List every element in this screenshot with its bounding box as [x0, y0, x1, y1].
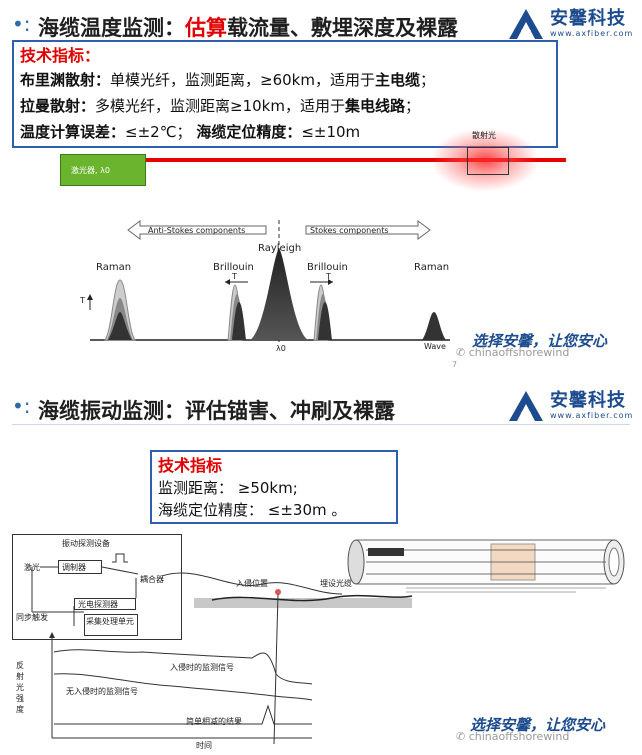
x-axis-label: 时间	[196, 741, 212, 750]
scattering-spectrum	[87, 220, 450, 342]
vibration-diagram-lines	[31, 553, 413, 744]
wave-label: Wave	[424, 342, 446, 351]
brand-url: www.axfiber.com	[550, 411, 634, 420]
spec-line-brillouin: 布里渊散射：单模光纤，监测距离，≥60km，适用于主电缆；	[20, 71, 436, 89]
acq-unit-box	[84, 614, 138, 636]
scatter-glow	[430, 128, 540, 192]
brand-name: 安馨科技	[550, 390, 626, 411]
divider	[12, 424, 630, 425]
scatter-label: 散射光	[472, 131, 496, 140]
stokes-arrow	[305, 220, 431, 240]
anti-stokes-label: Anti-Stokes components	[148, 226, 246, 235]
photodetector-box	[74, 598, 136, 610]
wechat-icon: ✆	[456, 346, 469, 359]
device-title: 振动探测设备	[62, 539, 110, 548]
spec-heading: 技术指标：	[20, 46, 101, 65]
t-label-left: T	[232, 272, 237, 281]
section1-title: 海缆温度监测：估算载流量、敷埋深度及裸露	[38, 16, 458, 40]
lambda0-label: λ0	[276, 344, 286, 353]
watermark-2: ✆ chinaoffshorewind	[456, 730, 570, 743]
laser-box: 激光器, λ0	[60, 154, 146, 186]
y-axis-label: 反射光强度	[16, 661, 24, 714]
brand-logo: 安馨科技 www.axfiber.com	[508, 8, 633, 40]
stokes-label: Stokes components	[310, 226, 389, 235]
spec-heading: 技术指标	[158, 456, 223, 475]
photodetector-label: 光电探测器	[78, 600, 118, 609]
bullet-icon: •:	[12, 12, 31, 36]
modulator-label: 调制器	[62, 563, 86, 572]
spec-line-distance: 监测距离： ≥50km;	[158, 479, 298, 497]
brand-slogan-1: 选择安馨，让您安心	[472, 332, 608, 350]
page-number: 7	[452, 360, 458, 369]
logo-a-icon	[509, 9, 543, 39]
spec-box-vibration: 技术指标 监测距离： ≥50km; 海缆定位精度： ≤±30m 。	[150, 450, 398, 524]
logo-a-icon	[509, 391, 543, 421]
spec-line-accuracy: 温度计算误差：≤±2℃； 海缆定位精度：≤±10m	[20, 123, 361, 141]
section2-title: 海缆振动监测：评估锚害、冲刷及裸露	[38, 399, 395, 423]
wechat-icon: ✆	[456, 730, 469, 743]
brand-name: 安馨科技	[550, 8, 626, 29]
t-label-axis: T	[80, 296, 85, 305]
signal-intrusion-label: 入侵时的监测信号	[170, 663, 234, 672]
anti-stokes-arrow	[127, 220, 267, 240]
brand-logo-2: 安馨科技 www.axfiber.com	[508, 390, 633, 422]
signal-no-intrusion-label: 无入侵时的监测信号	[66, 687, 138, 696]
brillouin-left-label: Brillouin	[213, 262, 254, 273]
rayleigh-label: Rayleigh	[258, 243, 302, 254]
brillouin-right-label: Brillouin	[307, 262, 348, 273]
acq-unit-label: 采集处理单元	[86, 617, 134, 626]
bullet-icon: •:	[12, 394, 31, 418]
spec-line-position: 海缆定位精度： ≤±30m 。	[158, 501, 347, 519]
fiber-cylinder-diagram	[347, 539, 625, 593]
modulator-box	[58, 560, 102, 574]
scatter-window	[467, 147, 509, 175]
vibration-device-panel	[12, 534, 182, 640]
brand-slogan-2: 选择安馨，让您安心	[470, 716, 606, 734]
spec-line-raman: 拉曼散射：多模光纤，监测距离≥10km，适用于集电线路；	[20, 97, 421, 115]
raman-right-label: Raman	[414, 262, 450, 273]
sync-label: 同步触发	[16, 613, 48, 622]
buried-fiber-label: 埋设光缆	[320, 579, 352, 588]
spec-box-temperature: 技术指标： 布里渊散射：单模光纤，监测距离，≥60km，适用于主电缆； 拉曼散射…	[12, 40, 558, 148]
t-label-right: T	[326, 272, 331, 281]
coupler-label: 耦合器	[140, 575, 164, 584]
intrusion-position-label: 入侵位置	[236, 579, 268, 588]
brand-url: www.axfiber.com	[550, 29, 634, 38]
raman-left-label: Raman	[96, 262, 132, 273]
laser-label: 激光器, λ0	[71, 166, 110, 175]
fiber-line	[146, 158, 566, 162]
watermark-1: ✆ chinaoffshorewind	[456, 346, 570, 359]
subtract-result-label: 简单相减的结果	[186, 717, 242, 726]
